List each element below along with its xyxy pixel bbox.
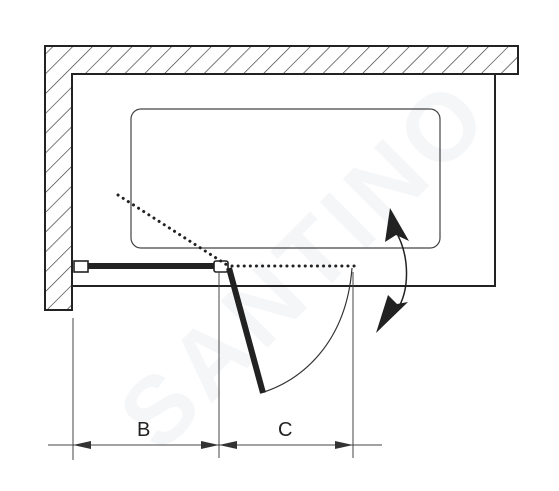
bathtub-rim bbox=[71, 73, 496, 287]
door-swing-arc bbox=[263, 267, 353, 393]
wall-profile bbox=[73, 260, 89, 273]
dim-b-arrow-left bbox=[73, 441, 91, 449]
bathtub-basin bbox=[130, 108, 441, 249]
door-dotted-positions bbox=[116, 193, 357, 268]
dimension-lines: B C bbox=[48, 272, 382, 460]
door-open-position bbox=[226, 267, 266, 394]
dim-c-arrow-left bbox=[219, 441, 237, 449]
dim-c-arrow-right bbox=[335, 441, 353, 449]
rotation-arrows-icon bbox=[376, 208, 409, 333]
dimension-label-b: B bbox=[137, 419, 150, 441]
arrow-down-icon bbox=[376, 295, 408, 333]
bathtub bbox=[71, 73, 496, 287]
dim-b-arrow-right bbox=[201, 441, 219, 449]
dimension-label-c: C bbox=[278, 419, 292, 441]
fixed-panel bbox=[73, 260, 229, 273]
hinge-block bbox=[213, 260, 229, 273]
door-inward-position bbox=[116, 193, 229, 267]
arrow-up-icon bbox=[385, 208, 409, 242]
